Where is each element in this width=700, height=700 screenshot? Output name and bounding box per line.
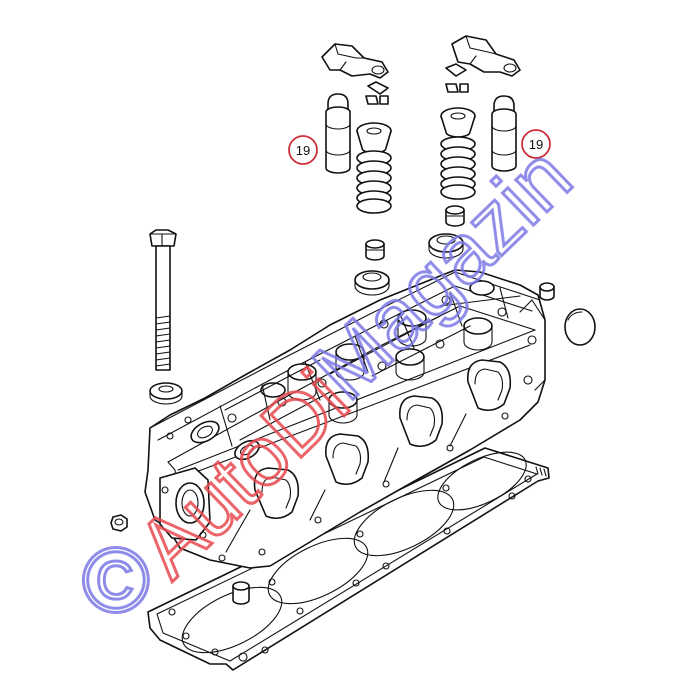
valve-spring-right [440, 136, 476, 200]
valve-collets-left [365, 81, 389, 105]
rocker-arm-left [321, 43, 389, 79]
callout-label: 19 [296, 143, 310, 158]
dowel-pin [539, 282, 555, 301]
locating-bush [110, 514, 128, 532]
valve-collets-right [445, 63, 469, 93]
spring-retainer-left [356, 122, 392, 154]
head-gasket [147, 447, 550, 671]
valve-stem-seal-left [365, 239, 385, 261]
valve-spring-left [356, 150, 392, 214]
spring-retainer-right [440, 107, 476, 138]
hydraulic-tappet-right [491, 95, 517, 172]
rocker-arm-right [451, 35, 521, 77]
valve-stem-seal-right [445, 205, 465, 227]
cylinder-head [144, 269, 546, 569]
bolt-washer [149, 382, 183, 405]
dowel-sleeve [232, 581, 250, 605]
callout-19-right: 19 [521, 129, 551, 159]
cylinder-head-bolt [149, 229, 177, 371]
hydraulic-tappet-left [325, 93, 351, 174]
spring-seat-left [354, 270, 390, 296]
sealing-plug [564, 308, 596, 346]
callout-19-left: 19 [288, 135, 318, 165]
copyright-symbol: © [82, 530, 150, 632]
callout-label: 19 [529, 137, 543, 152]
spring-seat-right [428, 233, 464, 259]
